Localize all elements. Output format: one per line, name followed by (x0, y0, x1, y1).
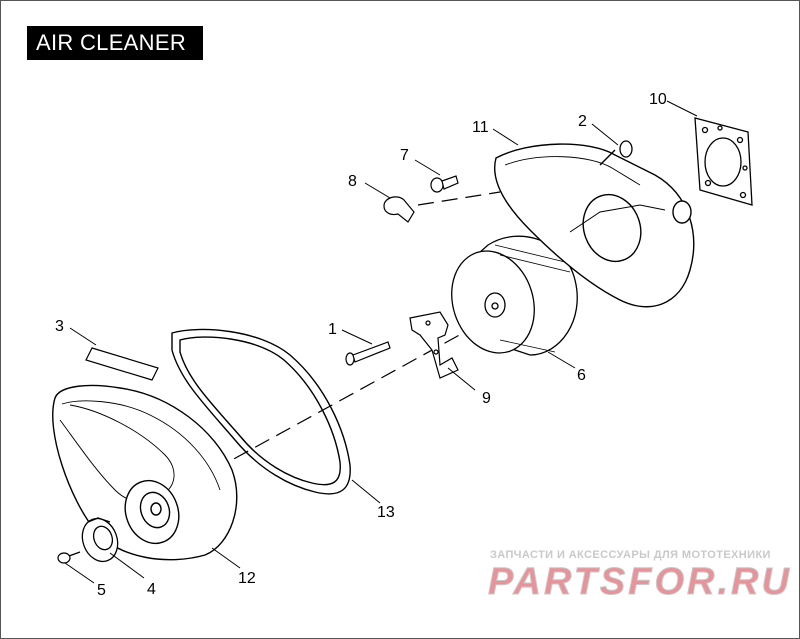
callout-1: 1 (328, 321, 337, 338)
diagram-title: AIR CLEANER (27, 26, 203, 60)
part-filter-element (451, 235, 578, 356)
part-breather-fitting (383, 196, 415, 223)
callout-11: 11 (472, 119, 489, 136)
callout-5: 5 (97, 582, 106, 599)
leader-lines (64, 100, 698, 584)
callout-2: 2 (578, 113, 587, 130)
watermark-tagline: ЗАПЧАСТИ И АКСЕССУАРЫ ДЛЯ МОТОТЕХНИКИ (490, 549, 771, 561)
part-cover (52, 384, 238, 561)
part-bolt (345, 341, 391, 366)
watermark: ЗАПЧАСТИ И АКСЕССУАРЫ ДЛЯ МОТОТЕХНИКИ PA… (488, 549, 792, 604)
part-breather-bolt (430, 175, 459, 193)
callout-13: 13 (377, 504, 395, 521)
part-bracket (409, 311, 459, 379)
part-label (85, 347, 159, 381)
part-seal (81, 517, 119, 563)
callout-10: 10 (649, 91, 667, 108)
part-backplate (494, 143, 695, 308)
assembly-centerline (149, 191, 506, 506)
callout-3: 3 (55, 318, 64, 335)
callout-labels: 1 2 3 4 5 6 7 8 9 10 11 12 13 (55, 91, 667, 599)
callout-7: 7 (400, 147, 409, 164)
watermark-logo: PARTSFOR.RU (488, 561, 792, 603)
callout-6: 6 (577, 367, 586, 384)
part-o-ring (619, 140, 633, 158)
part-mounting-gasket (694, 117, 753, 206)
callout-4: 4 (147, 581, 156, 598)
part-gasket (171, 328, 351, 495)
callout-12: 12 (238, 570, 256, 587)
part-screw (57, 551, 81, 564)
callout-9: 9 (482, 390, 491, 407)
callout-8: 8 (348, 173, 357, 190)
